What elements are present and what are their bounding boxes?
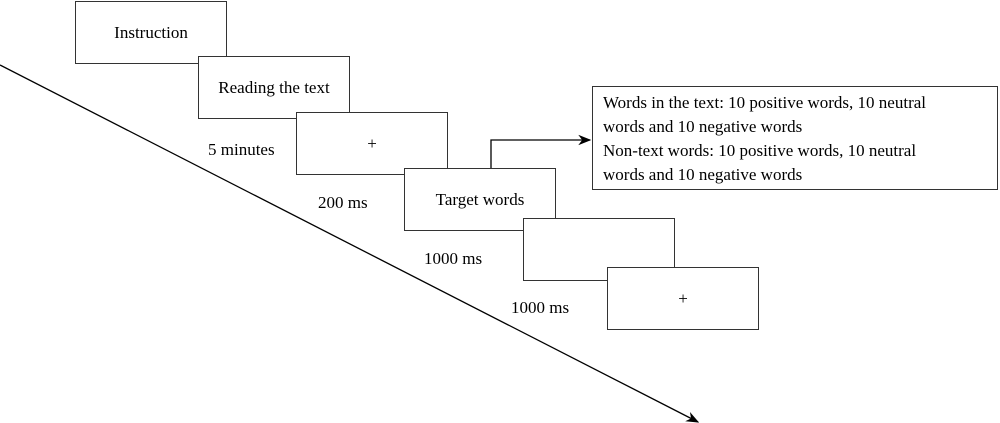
screen-reading: Reading the text [198,56,350,119]
duration-label: 5 minutes [208,140,275,159]
screen-instruction: Instruction [75,1,227,64]
screen-text: Reading the text [218,77,330,97]
duration-label: 1000 ms [424,249,483,268]
info-line: Non-text words: 10 positive words, 10 ne… [603,141,917,160]
fixation-cross: + [678,288,688,308]
info-line: words and 10 negative words [603,165,803,184]
screen-fixation-2: + [607,267,759,330]
duration-label: 1000 ms [511,298,570,317]
target-detail-arrow [490,134,592,168]
info-line: words and 10 negative words [603,117,803,136]
screen-text: Instruction [114,22,188,42]
screen-fixation-1: + [296,112,448,175]
fixation-cross: + [367,133,377,153]
timeline-arrow [0,64,700,423]
target-words-info: Words in the text: 10 positive words, 10… [592,86,998,190]
screen-text: Target words [435,189,525,209]
duration-label: 200 ms [318,193,368,212]
info-line: Words in the text: 10 positive words, 10… [603,93,926,112]
